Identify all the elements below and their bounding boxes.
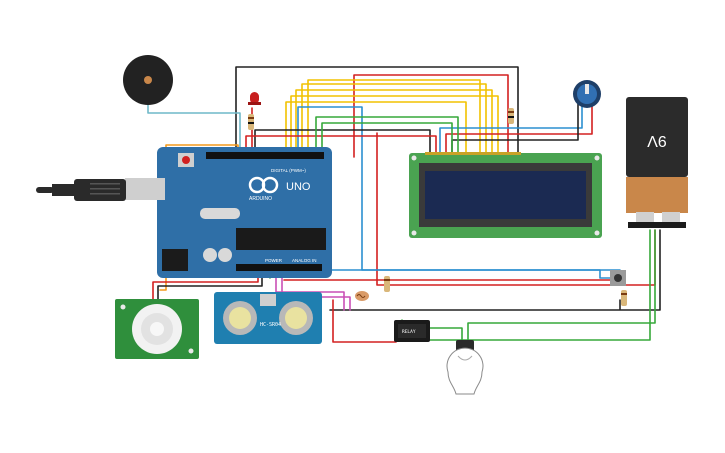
analog-label: ANALOG IN [292,258,317,263]
battery-label: 9V [647,132,667,149]
lcd-screen [425,171,586,219]
crystal [200,208,240,219]
arduino-logo-icon [248,176,279,194]
potentiometer-knob-icon [585,84,589,94]
wire-black-right [329,229,661,311]
analog-header [236,264,322,271]
ultrasonic-model-label: HC-SR04 [260,322,281,328]
wire-green-lcd-1 [315,116,459,158]
microcontroller-chip [236,228,326,250]
resistor-button [621,290,627,306]
relay-label: RELAY [402,329,416,335]
wire-yellow-3 [301,83,487,158]
wire-yellow-1 [290,95,499,158]
wire-red-pir [152,277,259,301]
wire-buzzer [147,102,241,158]
wire-green-lcd-2 [321,122,453,158]
digital-label: DIGITAL (PWM~) [271,168,306,173]
wire-green-lamp [429,327,463,346]
capacitor-2 [218,248,232,262]
capacitor-1 [203,248,217,262]
wire-black-top [235,66,519,158]
resistor-led [248,114,254,130]
light-bulb [446,340,484,395]
ultrasonic-pins [260,294,276,306]
resistor-lcd [508,108,514,124]
usb-port [125,178,165,200]
wire-black-lcd [254,129,431,158]
wire-green-lamp-2 [467,229,656,346]
potentiometer[interactable] [573,80,601,108]
power-jack [162,249,188,271]
push-button-cap-icon [614,274,622,282]
relay-module: RELAY [394,320,430,342]
reset-button-cap-icon [182,156,190,164]
battery-9v: 9V [626,97,688,228]
uno-label: UNO [286,181,311,193]
wire-blue-button [267,269,611,279]
usb-cable [36,179,126,201]
push-button[interactable] [610,270,626,286]
wire-red-lcd [245,135,437,158]
wire-blue-pot [439,103,583,154]
wire-black-pir [157,277,263,301]
wire-yellow-4 [307,79,481,158]
lcd-display [409,152,602,238]
resistor-ldr [384,276,390,292]
buzzer-center-icon [144,76,152,84]
wire-yellow-2 [295,89,493,158]
lcd-pins [425,152,521,155]
wire-red-pot [445,103,593,154]
buzzer[interactable] [123,55,173,105]
arduino-logo-label: ARDUINO [249,196,272,202]
led-red[interactable] [248,92,261,105]
pir-sensor [115,299,199,359]
power-label: POWER [265,258,283,263]
digital-header [206,152,324,159]
arduino-uno[interactable]: UNO ARDUINO DIGITAL (PWM~) ANALOG IN POW… [125,147,332,278]
ldr-sensor [355,291,369,301]
wire-red-relay [332,299,397,343]
ultrasonic-sensor: HC-SR04 [214,292,322,344]
